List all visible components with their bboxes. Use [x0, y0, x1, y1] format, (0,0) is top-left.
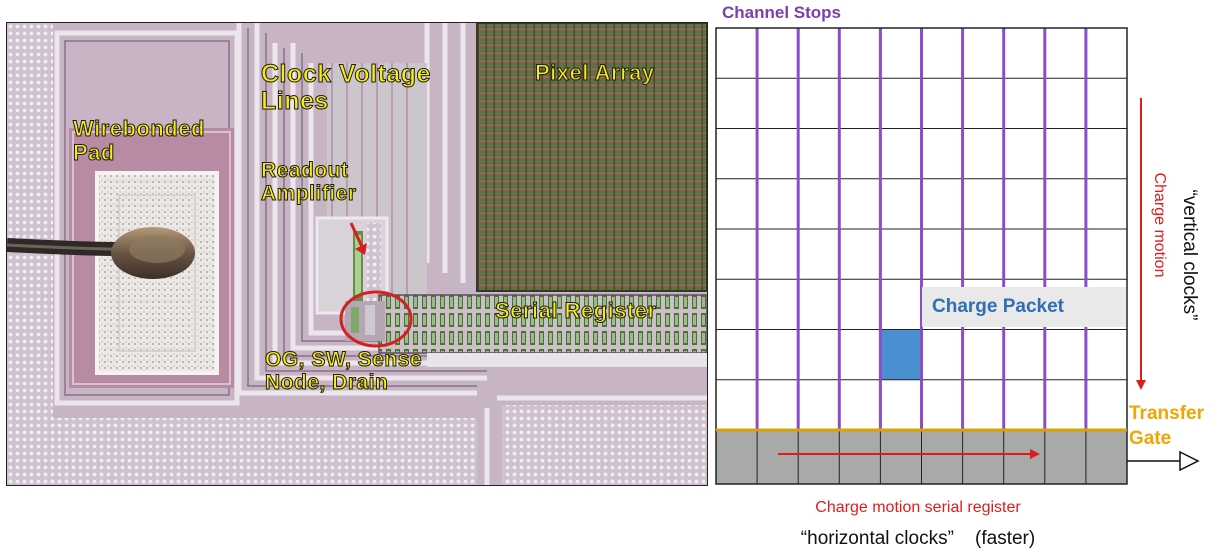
charge-packet-cell [880, 329, 922, 380]
label-og-sw-sense-node-drain: OG, SW, Sense Node, Drain [264, 348, 423, 394]
vertical-motion-arrowhead [1136, 380, 1146, 390]
micrograph-image [7, 23, 707, 485]
clock-voltage-line2: Lines [261, 87, 329, 115]
horizontal-clocks-caption: “horizontal clocks” (faster) [800, 528, 1036, 549]
schematic-border [715, 27, 1128, 485]
readout-arrow [355, 243, 367, 255]
og-line1: OG, SW, Sense [264, 348, 423, 371]
og-line2: Node, Drain [264, 370, 389, 394]
serial-motion-caption: Charge motion serial register [815, 499, 1021, 516]
label-readout-amplifier: Readout Amplifier [261, 159, 357, 205]
label-wirebonded-pad: Wirebonded Pad [73, 116, 205, 165]
ccd-micrograph: Clock Voltage Lines Pixel Array Wirebond… [6, 22, 708, 486]
serial-motion-arrowhead [1030, 449, 1040, 459]
readout-line1: Readout [261, 159, 349, 182]
wirebonded-line2: Pad [73, 139, 115, 165]
readout-line2: Amplifier [261, 181, 357, 205]
output-node-callout [339, 290, 413, 348]
vertical-clocks-label: “vertical clocks” [1179, 189, 1200, 321]
output-arrowhead [1179, 450, 1200, 472]
channel-stops-title: Channel Stops [722, 3, 842, 22]
transfer-gate-label-line1: Transfer [1129, 403, 1204, 424]
clock-voltage-line1: Clock Voltage [261, 60, 431, 88]
transfer-gate-label-line2: Gate [1129, 428, 1172, 449]
charge-motion-label: Charge motion [1151, 172, 1168, 278]
label-serial-register: Serial Register [495, 298, 657, 323]
charge-packet-label: Charge Packet [922, 287, 1126, 327]
label-pixel-array: Pixel Array [535, 60, 655, 85]
serial-register-band [716, 430, 1127, 484]
wirebonded-line1: Wirebonded [73, 116, 205, 141]
label-clock-voltage-lines: Clock Voltage Lines [261, 60, 431, 115]
